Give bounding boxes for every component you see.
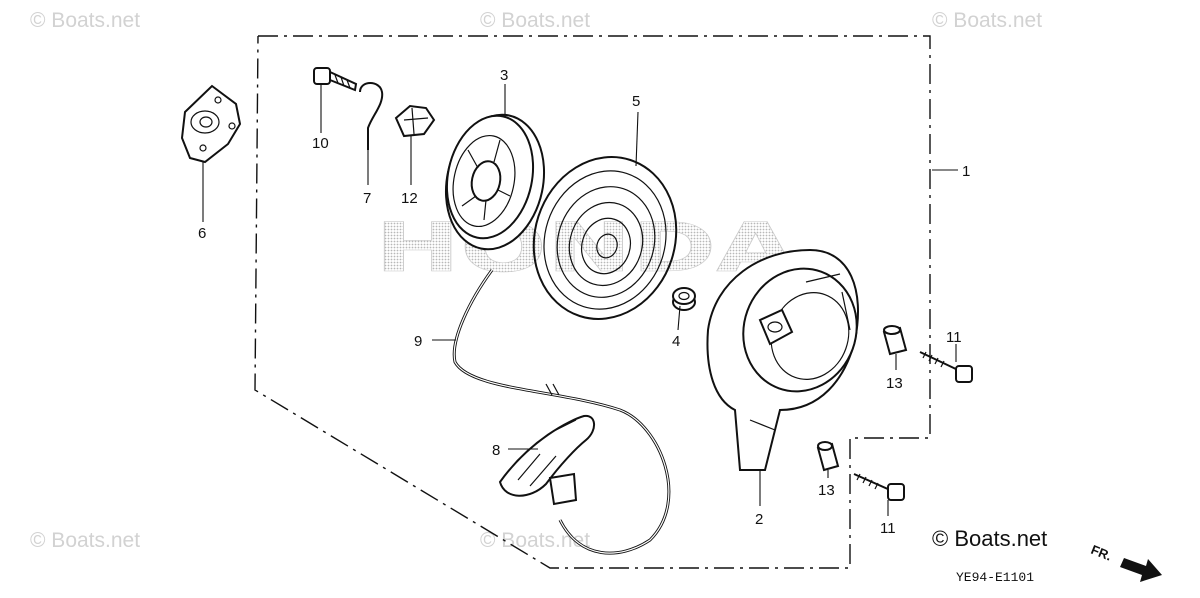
front-direction-label: FR. <box>1089 542 1114 564</box>
bolt-part-11-upper[interactable] <box>919 344 973 383</box>
bolt-part-11-lower[interactable] <box>853 473 905 516</box>
starter-pulley-plate-part-6[interactable] <box>180 84 242 222</box>
watermark-bottom-center: © Boats.net <box>480 529 590 552</box>
watermark-top-left: © Boats.net <box>30 9 140 32</box>
starter-case-part-2[interactable] <box>706 248 873 506</box>
callout-8: 8 <box>492 442 500 459</box>
watermark-bottom-left: © Boats.net <box>30 529 140 552</box>
callout-2: 2 <box>755 511 763 528</box>
callout-11-upper: 11 <box>946 329 962 346</box>
callout-13-upper: 13 <box>886 375 903 392</box>
callout-12: 12 <box>401 190 418 207</box>
diagram-code: YE94-E1101 <box>956 570 1034 585</box>
starter-rope-part-9[interactable] <box>432 269 671 555</box>
brand-watermark: HONDA <box>375 209 796 288</box>
callout-1: 1 <box>962 163 970 180</box>
watermark-top-right: © Boats.net <box>932 9 1042 32</box>
spacer-part-13-lower[interactable] <box>816 441 840 478</box>
collar-part-4[interactable] <box>672 287 696 331</box>
callout-4: 4 <box>672 333 680 350</box>
callout-6: 6 <box>198 225 206 242</box>
callout-11-lower: 11 <box>880 520 896 537</box>
front-direction-arrow-icon: FR. <box>1089 542 1162 582</box>
callout-13-lower: 13 <box>818 482 835 499</box>
spacer-part-13-upper[interactable] <box>882 325 908 370</box>
starter-grip-part-8[interactable] <box>498 414 595 506</box>
spring-clip-part-7[interactable] <box>359 82 384 185</box>
callout-3: 3 <box>500 67 508 84</box>
callout-5: 5 <box>632 93 640 110</box>
assembly-boundary <box>254 35 931 569</box>
copyright-label: © Boats.net <box>932 526 1047 551</box>
callout-9: 9 <box>414 333 422 350</box>
ratchet-part-12[interactable] <box>394 104 436 185</box>
bolt-part-10[interactable] <box>313 67 358 133</box>
reel-part-3[interactable] <box>434 84 556 258</box>
callout-10: 10 <box>312 135 329 152</box>
watermark-top-center: © Boats.net <box>480 9 590 32</box>
spiral-spring-part-5[interactable] <box>513 111 697 338</box>
callout-7: 7 <box>363 190 371 207</box>
